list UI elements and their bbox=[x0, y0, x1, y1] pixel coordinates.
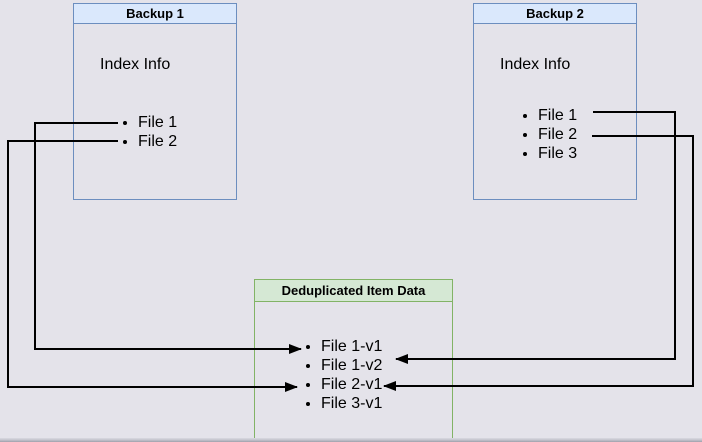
window-bottom-edge bbox=[0, 438, 702, 442]
backup1-box: Backup 1 Index Info File 1 File 2 bbox=[73, 3, 237, 200]
dedup-file-item: File 3-v1 bbox=[321, 394, 382, 413]
backup2-index-info-label: Index Info bbox=[500, 56, 571, 73]
backup2-title: Backup 2 bbox=[526, 6, 584, 21]
backup2-file-item: File 2 bbox=[538, 125, 577, 144]
backup2-header: Backup 2 bbox=[474, 4, 636, 24]
dedup-file-item: File 1-v2 bbox=[321, 356, 382, 375]
dedup-file-list: File 1-v1 File 1-v2 File 2-v1 File 3-v1 bbox=[303, 337, 382, 413]
backup1-file-item: File 2 bbox=[138, 132, 177, 151]
backup2-box: Backup 2 Index Info File 1 File 2 File 3 bbox=[473, 3, 637, 200]
dedup-file-item: File 1-v1 bbox=[321, 337, 382, 356]
backup1-header: Backup 1 bbox=[74, 4, 236, 24]
backup2-file-item: File 3 bbox=[538, 144, 577, 163]
dedup-box: Deduplicated Item Data File 1-v1 File 1-… bbox=[254, 279, 453, 439]
dedup-title: Deduplicated Item Data bbox=[281, 283, 426, 298]
backup1-index-info-label: Index Info bbox=[100, 56, 171, 73]
backup1-file-list: File 1 File 2 bbox=[120, 113, 177, 151]
backup1-file-item: File 1 bbox=[138, 113, 177, 132]
backup2-file-item: File 1 bbox=[538, 106, 577, 125]
backup1-title: Backup 1 bbox=[126, 6, 184, 21]
dedup-file-item: File 2-v1 bbox=[321, 375, 382, 394]
dedup-header: Deduplicated Item Data bbox=[255, 280, 452, 302]
backup2-file-list: File 1 File 2 File 3 bbox=[520, 106, 577, 163]
